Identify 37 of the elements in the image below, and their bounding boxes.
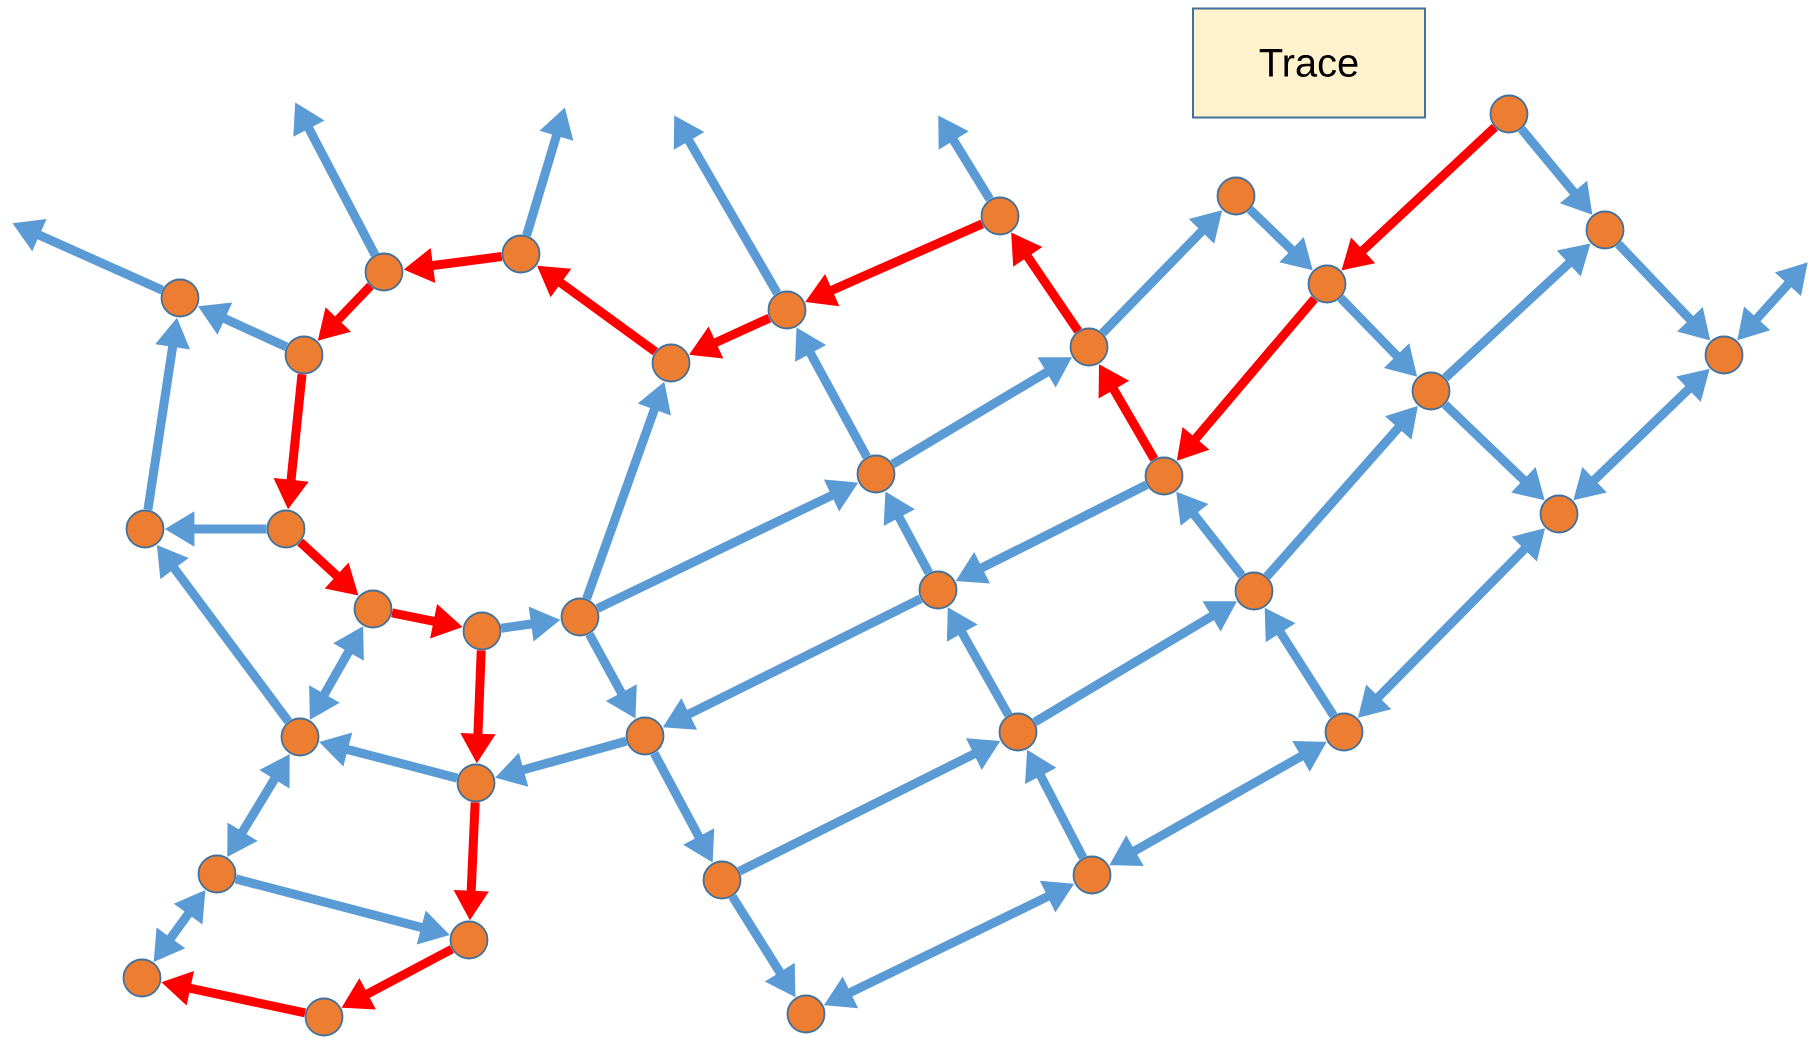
graph-node	[1411, 371, 1451, 411]
graph-node	[456, 763, 496, 803]
graph-node	[449, 920, 489, 960]
graph-node	[1144, 456, 1184, 496]
graph-node	[702, 860, 742, 900]
graph-node	[651, 343, 691, 383]
graph-node	[998, 712, 1038, 752]
graph-node	[266, 509, 306, 549]
graph-node	[980, 196, 1020, 236]
graph-node	[197, 854, 237, 894]
graph-node	[1489, 94, 1529, 134]
graph-node	[125, 509, 165, 549]
graph-node	[462, 611, 502, 651]
graph-node	[501, 234, 541, 274]
graph-node	[1585, 210, 1625, 250]
graph-node	[786, 994, 826, 1034]
graph-node	[1539, 494, 1579, 534]
graph-node	[280, 717, 320, 757]
graph-node	[625, 716, 665, 756]
label-box: Trace	[1192, 7, 1426, 119]
graph-node	[1216, 176, 1256, 216]
graph-node	[856, 454, 896, 494]
graph-node	[560, 597, 600, 637]
graph-node	[1072, 855, 1112, 895]
graph-node	[1307, 264, 1347, 304]
graph-node	[284, 335, 324, 375]
graph-node	[1324, 712, 1364, 752]
graph-node	[122, 958, 162, 998]
graph-node	[304, 997, 344, 1037]
graph-node	[353, 589, 393, 629]
graph-node	[1234, 571, 1274, 611]
graph-node	[918, 570, 958, 610]
graph-node	[1704, 335, 1744, 375]
graph-node	[1069, 327, 1109, 367]
graph-node	[160, 278, 200, 318]
graph-node	[364, 252, 404, 292]
graph-node	[767, 290, 807, 330]
